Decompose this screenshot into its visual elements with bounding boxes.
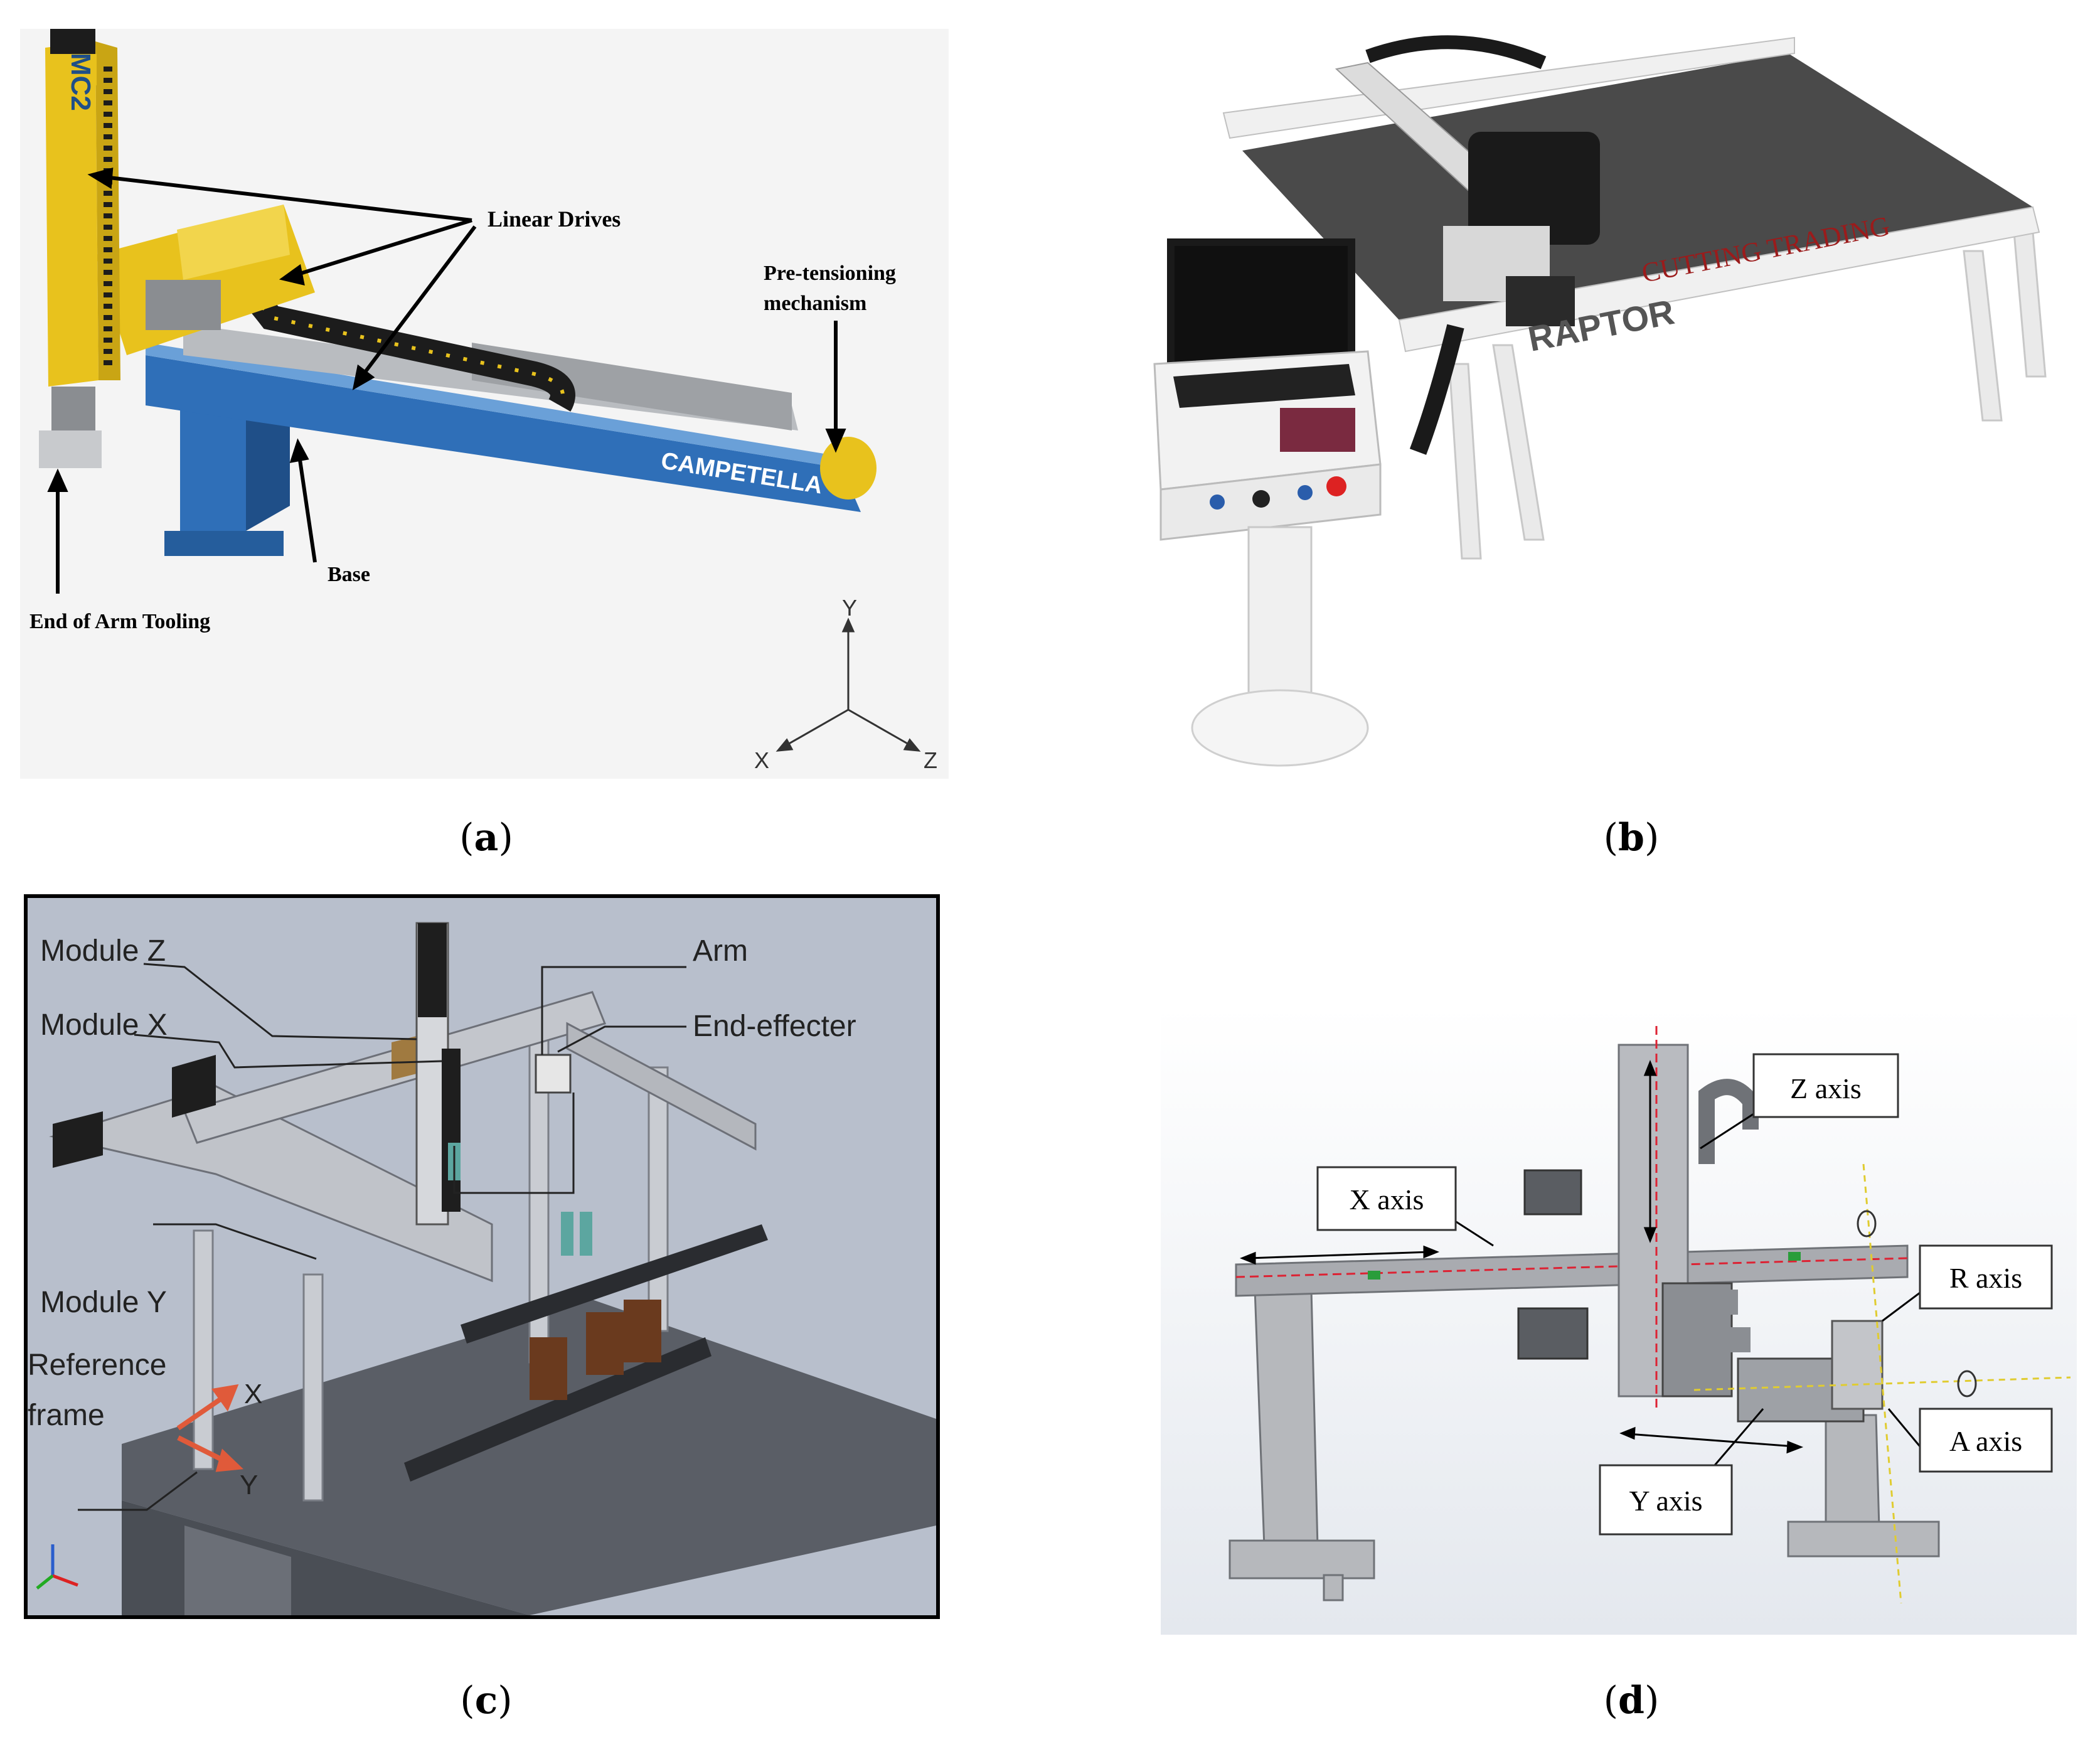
base-pillar [180,405,246,531]
label-z-axis: Z axis [1790,1072,1862,1104]
label-arm: Arm [693,934,748,968]
cutting-table [1242,53,2033,320]
panel-b-illustration: CUTTING TRADING RAPTOR [1142,13,2058,781]
label-module-x: Module X [40,1008,168,1042]
model-mc2: MC2 [65,53,96,111]
end-effector [535,1054,572,1094]
main-beam [146,355,861,512]
cutting-head [1468,132,1600,245]
label-end-of-arm: End of Arm Tooling [29,610,210,633]
label-base: Base [328,563,370,586]
label-y-axis: Y axis [1629,1485,1702,1517]
z-axis-box [1752,1053,1899,1118]
label-linear-drives: Linear Drives [488,206,621,232]
panel-b-figure: CUTTING TRADING RAPTOR [1142,13,2058,781]
r-axis-box [1919,1244,2053,1310]
caption-c: (c) [460,1679,513,1723]
panel-d-figure: Z axis X axis R axis A axis Y axis [1161,1007,2077,1635]
reference-frame-arrows [176,1384,244,1472]
leader-lines [78,963,686,1511]
axis-label-y: Y [842,595,857,621]
label-module-z: Module Z [40,934,166,968]
label-reference-2: frame [28,1399,105,1432]
axis-label-z: Z [924,747,937,773]
label-r-axis: R axis [1949,1262,2022,1294]
caption-d: (d) [1603,1679,1660,1723]
x-axis-box [1316,1166,1457,1231]
dimension-arrows [1239,1059,1804,1454]
ref-x-label: X [244,1379,262,1409]
panel-d-illustration: Z axis X axis R axis A axis Y axis [1161,1007,2077,1635]
label-pretension-2: mechanism [764,292,866,315]
label-x-axis: X axis [1350,1184,1424,1216]
caption-b: (b) [1603,816,1660,860]
leader-lines [1449,1113,1921,1475]
panel-a-figure: MC2 CAMPETELLA Linear Drives Pre-tension… [20,29,949,779]
pretension-cap [820,437,877,500]
label-reference-1: Reference [28,1349,166,1382]
axis-label-x: X [754,747,769,773]
caption-a: (a) [459,816,513,860]
ref-y-label: Y [240,1470,258,1500]
y-axis-box [1599,1464,1733,1536]
left-leg [1229,1288,1375,1601]
label-pretension-1: Pre-tensioning [764,262,896,285]
a-axis-box [1919,1408,2053,1473]
panel-a-illustration: MC2 CAMPETELLA Linear Drives Pre-tension… [20,29,949,779]
right-leg [1787,1414,1940,1558]
axis-triad [776,617,921,752]
corner-triad-icon [36,1544,78,1590]
panel-c-illustration: X Y Module Z Arm Module X End-effecter M… [28,898,936,1615]
label-module-y: Module Y [40,1286,167,1319]
panel-c-figure: X Y Module Z Arm Module X End-effecter M… [24,894,940,1619]
vertical-column [45,41,99,387]
label-a-axis: A axis [1949,1425,2022,1457]
annotation-arrows [47,168,846,594]
work-table [122,1300,936,1615]
label-end-effecter: End-effecter [693,1010,856,1043]
